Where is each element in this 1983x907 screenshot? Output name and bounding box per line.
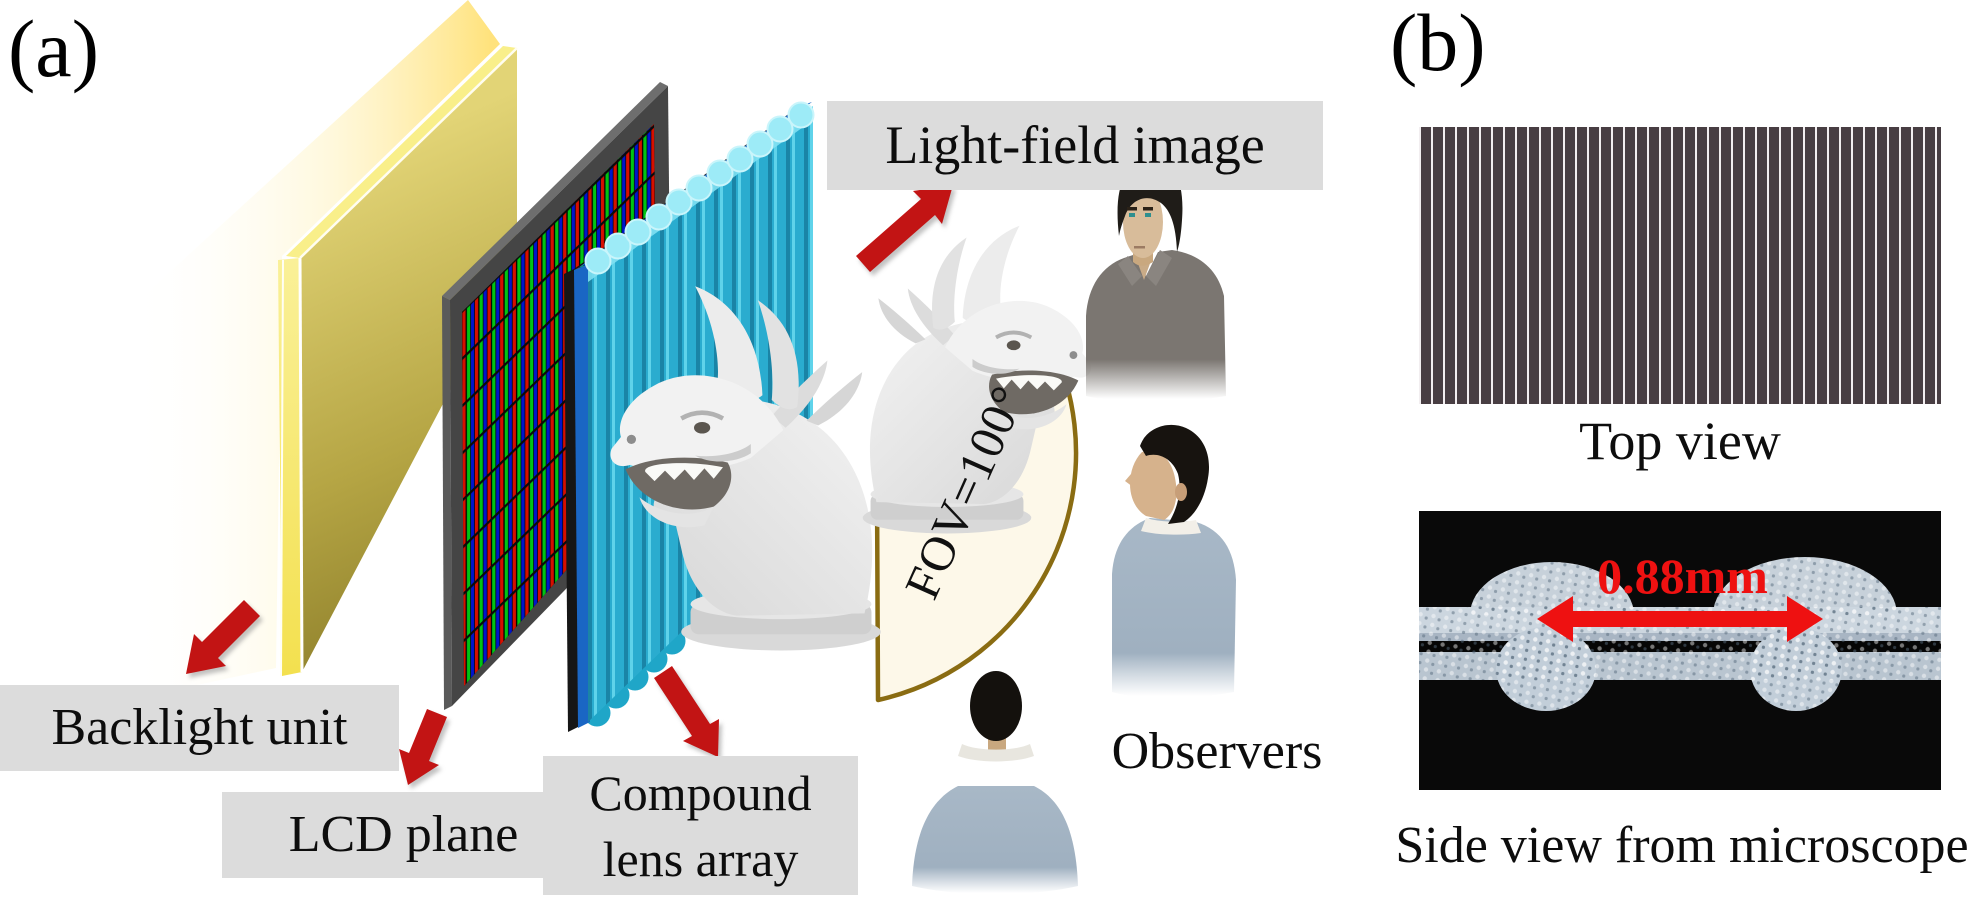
panel-b-tag: (b) [1390,0,1486,88]
top-view-micrograph [1419,127,1941,404]
observers-label: Observers [1111,723,1323,780]
lcd-plane-label: LCD plane [222,792,585,878]
light-field-image-label: Light-field image [827,101,1323,190]
lens-pitch-value: 0.88mm [1597,548,1768,604]
side-view-micrograph [1419,511,1941,790]
observer-profile [1112,424,1236,698]
side-view-lens-profile [1419,511,1941,790]
arrow-to-lcd [399,709,447,785]
observer-front [1086,160,1226,402]
side-view-caption: Side view from microscope [1395,817,1969,874]
observer-back [912,671,1078,895]
lens-pitch-arrow [1537,596,1823,642]
compound-lens-line2: lens array [602,830,799,887]
arrow-to-backlight [186,600,260,674]
compound-lens-line1: Compound [589,764,812,821]
backlight-unit-graphic [128,0,518,700]
compound-lens-array-label: Compound lens array [543,756,858,895]
top-view-caption: Top view [1579,411,1781,471]
arrow-to-lens [654,666,719,757]
backlight-unit-label: Backlight unit [0,685,399,771]
panel-a-tag: (a) [8,3,100,94]
arrow-light-field [856,185,953,272]
